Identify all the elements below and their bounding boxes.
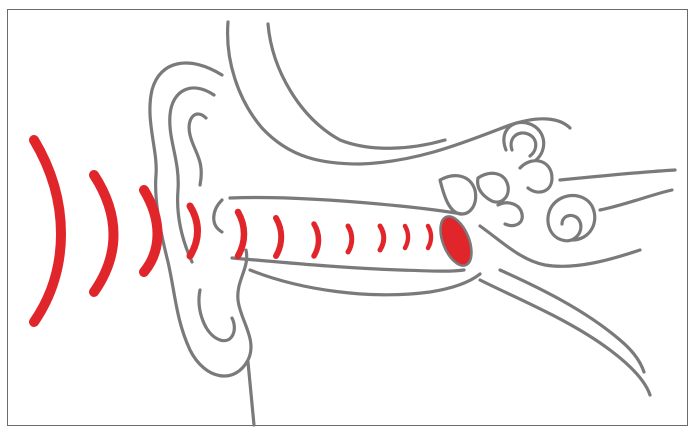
soundwave-canal-3: [276, 218, 281, 256]
cochlea: [548, 196, 595, 241]
skull-inner-contour: [268, 24, 445, 148]
ossicle-stapes: [498, 203, 522, 226]
soundwave-canal-2: [238, 212, 244, 256]
auditory-nerve: [600, 190, 672, 210]
ossicle-incus: [478, 173, 509, 202]
ear-outline: [150, 22, 675, 425]
soundwave-canal-7: [405, 226, 408, 248]
soundwave-outer-2: [94, 175, 114, 292]
soundwave-canal-8: [428, 226, 431, 248]
eardrum: [434, 212, 478, 270]
soundwave-canal-1: [190, 206, 198, 256]
ear-canal-bottom-wall: [250, 270, 480, 295]
soundwave-outer-1: [34, 140, 61, 322]
pinna-antihelix: [189, 114, 206, 185]
soundwave-canal-6: [380, 226, 384, 250]
ear-canal-lower: [232, 258, 464, 271]
ossicle-malleus: [440, 176, 476, 214]
soundwave-outer-3: [144, 190, 158, 272]
soundwave-canal-5: [348, 226, 352, 252]
pinna-lobe: [199, 290, 234, 341]
head-contour: [228, 22, 570, 164]
neck-line: [248, 362, 254, 425]
soundwave-canal-4: [314, 224, 319, 256]
ear-canal-upper: [230, 197, 462, 214]
pinna-helix: [170, 88, 214, 262]
semicircular-canal-2: [511, 133, 536, 156]
inner-ear-outline: [480, 226, 640, 266]
semicircular-canal-3: [520, 161, 552, 192]
sound-waves-outside: [34, 140, 158, 322]
pinna-tragus: [214, 200, 222, 232]
skull-base-line: [560, 170, 675, 180]
eustachian-tube-inner: [500, 270, 644, 372]
sound-waves-canal: [190, 206, 431, 256]
eustachian-tube: [480, 280, 650, 395]
